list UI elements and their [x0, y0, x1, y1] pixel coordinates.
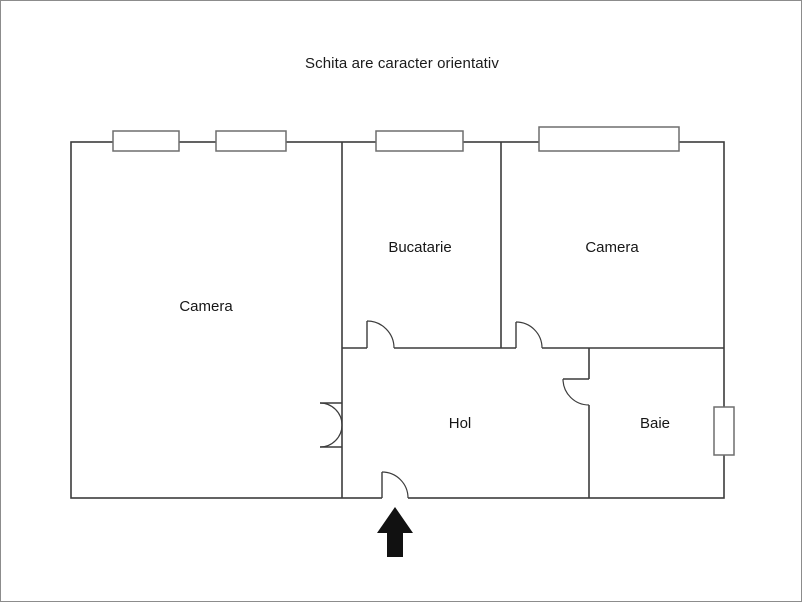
window-camera-left-2 — [215, 130, 287, 152]
outer-wall — [70, 141, 725, 499]
room-label-camera-left: Camera — [179, 298, 233, 315]
window-bucatarie — [375, 130, 464, 152]
entrance-arrow-group — [377, 507, 413, 557]
door-swing-arc — [319, 402, 343, 426]
room-label-camera-right: Camera — [585, 239, 639, 256]
windows-group — [112, 126, 735, 456]
walls-group — [70, 141, 725, 499]
entrance-arrow — [377, 507, 413, 557]
door-swing-arc — [515, 321, 543, 349]
door-opening — [367, 346, 394, 350]
door-swing-arc — [319, 424, 343, 448]
window-baie — [713, 406, 735, 456]
door-entrance — [381, 471, 409, 500]
door-opening — [382, 496, 408, 500]
window-camera-right — [538, 126, 680, 152]
room-label-hol: Hol — [449, 415, 472, 432]
door-opening — [587, 379, 591, 405]
page-title: Schita are caracter orientativ — [305, 55, 499, 72]
door-baie — [562, 378, 591, 406]
door-opening — [516, 346, 542, 350]
door-bucatarie — [366, 320, 395, 350]
door-camera-right — [515, 321, 543, 350]
doors-group — [319, 320, 591, 500]
door-swing-arc — [366, 320, 395, 349]
door-camera-left — [319, 402, 343, 448]
door-swing-arc — [562, 378, 590, 406]
room-label-bucatarie: Bucatarie — [388, 239, 451, 256]
room-label-baie: Baie — [640, 415, 670, 432]
window-camera-left-1 — [112, 130, 180, 152]
door-swing-arc — [381, 471, 409, 499]
